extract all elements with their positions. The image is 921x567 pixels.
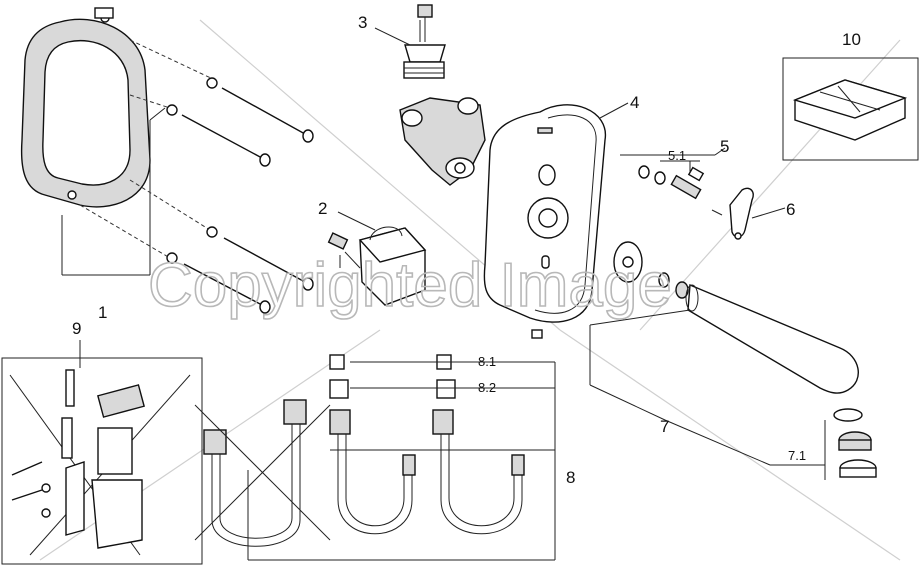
label-part-6: 6	[786, 200, 795, 219]
part-5-leaders	[620, 147, 726, 172]
part-6-lever-handle	[729, 187, 754, 240]
part-10-battery-box	[782, 57, 919, 161]
label-part-5-1: 5.1	[668, 148, 686, 163]
label-part-8: 8	[566, 468, 575, 487]
obsolete-hose-crossed-out	[194, 399, 331, 547]
part-9-electronics-box	[1, 357, 203, 565]
label-part-2: 2	[318, 199, 327, 218]
part-4-cover-plate	[483, 104, 606, 339]
leader-part-6	[751, 207, 786, 219]
spout-rosette	[613, 241, 689, 299]
part-5-cartridge	[638, 165, 723, 216]
valve-body	[399, 97, 486, 186]
leader-part-2	[337, 211, 376, 231]
part-7-leaders	[589, 309, 771, 466]
label-part-4: 4	[630, 93, 639, 112]
label-part-1: 1	[98, 303, 107, 322]
leader-part-3	[374, 27, 411, 46]
part-2-solenoid-valve	[327, 226, 427, 306]
label-part-10: 10	[842, 30, 861, 49]
part-7-1-aerator	[833, 408, 877, 478]
leader-part-4	[599, 102, 629, 119]
label-part-7: 7	[660, 417, 669, 436]
part-3-connector	[403, 4, 446, 79]
part-7-1-leaders	[770, 420, 826, 480]
label-part-8-2: 8.2	[478, 380, 496, 395]
label-part-9: 9	[72, 319, 81, 338]
part-1-mounting-frame	[20, 7, 151, 208]
part-1-leader-lines	[61, 39, 216, 276]
part-8-connection-hoses	[329, 354, 525, 535]
mounting-screws	[166, 77, 314, 314]
part-7-spout	[685, 283, 859, 394]
watermark-text: Copyrighted Image	[148, 251, 672, 320]
label-part-7-1: 7.1	[788, 448, 806, 463]
label-part-5: 5	[720, 137, 729, 156]
part-8-leaders	[247, 361, 556, 561]
label-part-3: 3	[358, 13, 367, 32]
label-part-8-1: 8.1	[478, 354, 496, 369]
